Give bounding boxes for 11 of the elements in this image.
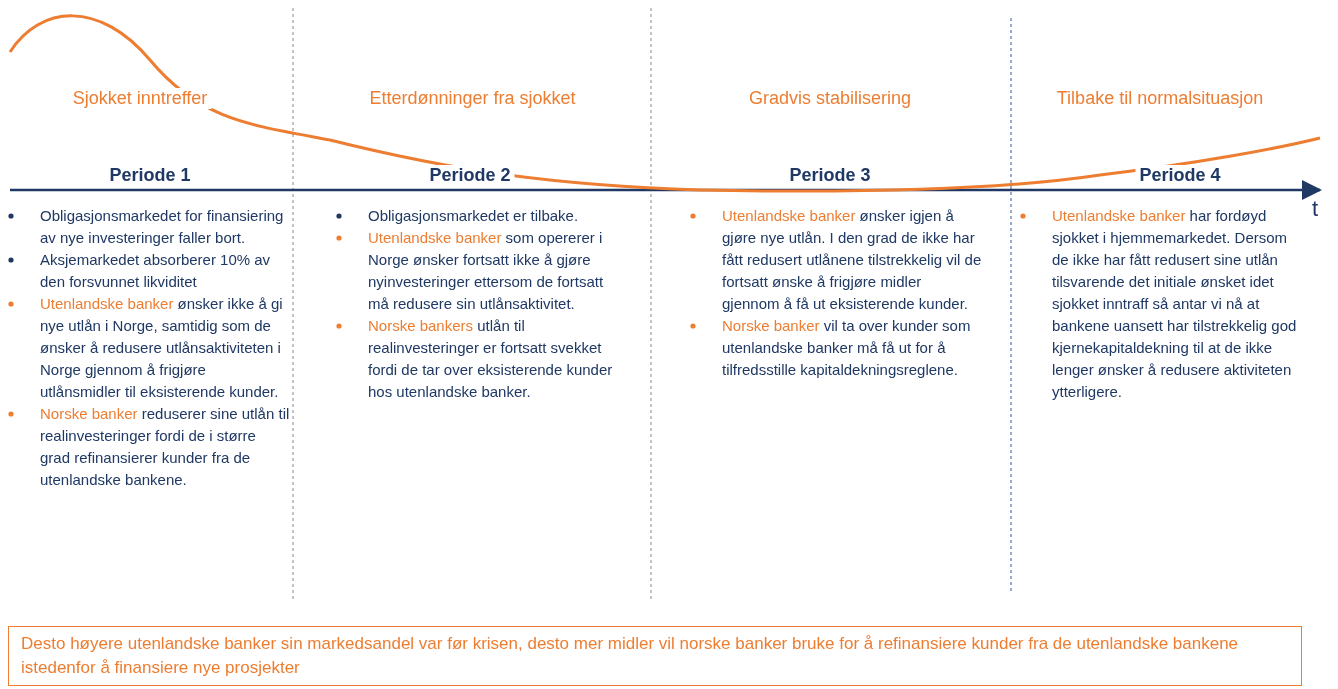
axis-label: t xyxy=(1312,196,1319,222)
bullet-text: Norske banker vil ta over kunder som utenlandske banker må få ut for å tilfredsstille kapitaldekningsreglene. xyxy=(722,316,972,380)
bullet-text: Norske banker reduserer sine utlån til realinvesteringer fordi de i større grad refinansierer kunder fra de utenlandske bankene. xyxy=(40,404,290,490)
bullet-text: Utenlandske banker har fordøyd sjokket i hjemmemarkedet. Dersom de ikke har fått redusert sine utlån tilsvarende det initiale ønsket idet sjokket inntraff så antar vi nå at bankene uansett har tilstrekkelig god kjernekapitaldekning til at de ikke lenger ønsker å redusere aktiviteten ytterligere. xyxy=(1052,206,1298,402)
bullet-text: Obligasjonsmarkedet for finansiering av nye investeringer faller bort. xyxy=(40,206,285,248)
bullet-text: Utenlandske banker ønsker igjen å gjøre nye utlån. I den grad de ikke har fått redusert utlånene tilstrekkelig vil de fortsatt ønske å frigjøre midler gjennom å få ut eksisterende kunder. xyxy=(722,206,982,314)
bullet-text: Utenlandske banker ønsker ikke å gi nye utlån i Norge, samtidig som de ønsker å redusere utlånsaktiviteten i Norge gjennom å frigjøre utlånsmidler til eksisterende kunder. xyxy=(40,294,284,402)
bullet-text: Utenlandske banker som opererer i Norge ønsker fortsatt ikke å gjøre nyinvesteringer ettersom de fortsatt må redusere sin utlånsaktivitet. xyxy=(368,228,605,314)
bullet-text: Norske bankers utlån til realinvesteringer er fortsatt svekket fordi de tar over eksisterende kunder hos utenlandske banker. xyxy=(368,316,614,402)
note-box: Desto høyere utenlandske banker sin markedsandel var før krisen, desto mer midler vil norske banker bruke for å refinansiere kunder fra de utenlandske bankene istedenfor å finansiere nye prosjekter xyxy=(8,626,1302,686)
bullet-text: Obligasjonsmarkedet er tilbake. xyxy=(368,206,580,226)
